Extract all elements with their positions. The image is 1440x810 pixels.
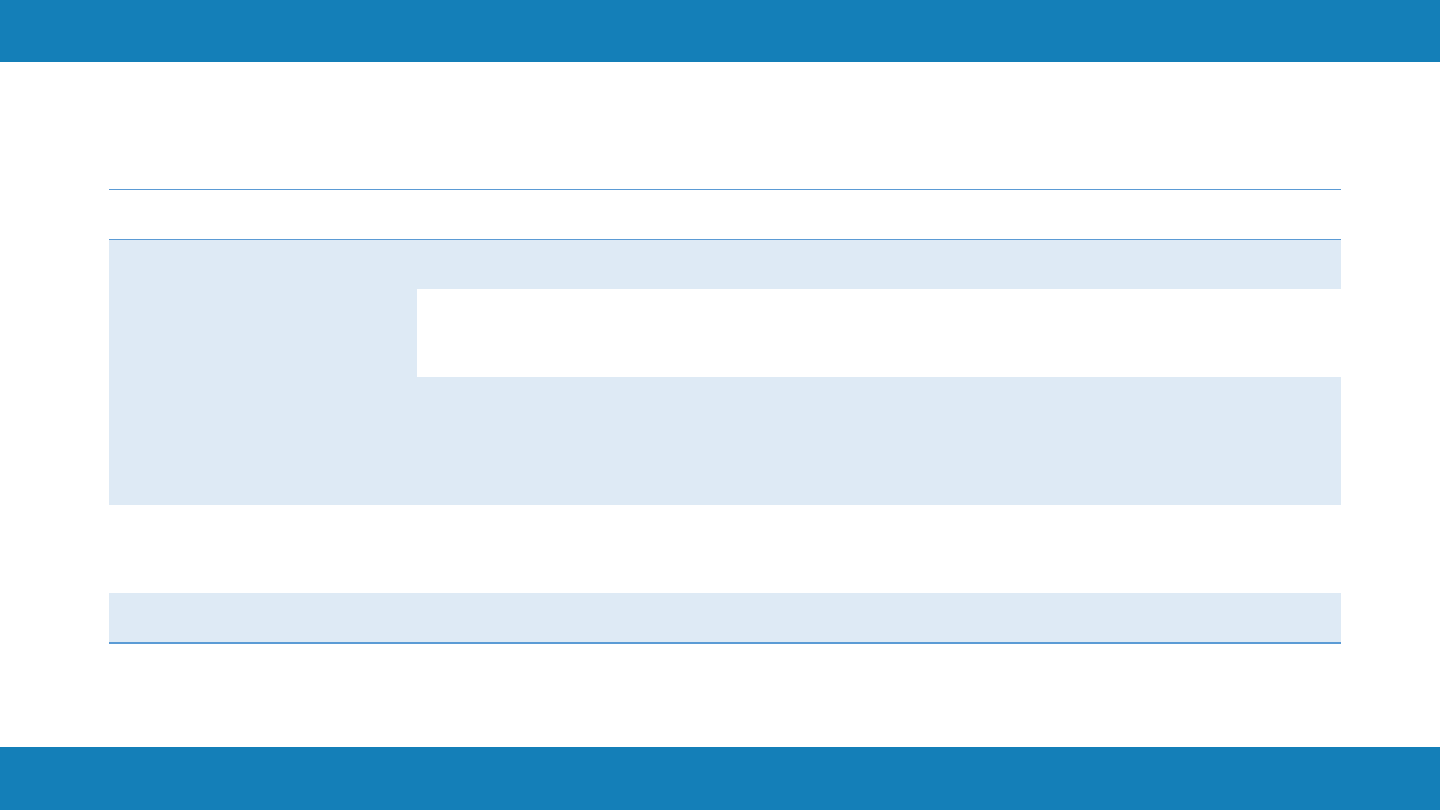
table-row — [109, 239, 1341, 289]
table-cell-value — [417, 505, 1341, 593]
slide-content — [0, 62, 1440, 747]
table-cell-label — [109, 190, 417, 239]
table-cell-value — [417, 377, 1341, 505]
data-table — [109, 189, 1341, 644]
table-cell-value — [417, 240, 1341, 289]
table-cell-value — [417, 289, 1341, 377]
footer-bar — [0, 747, 1440, 810]
table-cell-label — [109, 505, 417, 593]
table-row — [109, 189, 1341, 239]
table-row — [109, 377, 1341, 505]
table-cell-label — [109, 240, 417, 289]
table-row — [109, 593, 1341, 644]
table-cell-value — [417, 593, 1341, 642]
header-bar — [0, 0, 1440, 62]
table-cell-label — [109, 377, 417, 505]
table-row — [109, 505, 1341, 593]
table-cell-label — [109, 593, 417, 642]
table-cell-value — [417, 190, 1341, 239]
table-cell-label — [109, 289, 417, 377]
table-row — [109, 289, 1341, 377]
